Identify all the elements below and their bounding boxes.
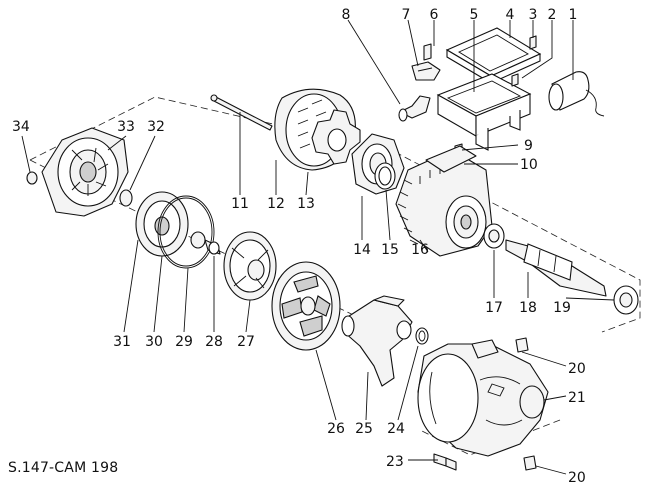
seal-plate xyxy=(135,191,189,257)
pump-casing xyxy=(417,339,549,457)
callout-4: 4 xyxy=(506,7,515,23)
bearing-17 xyxy=(483,223,505,249)
drain-plug-upper xyxy=(515,337,529,353)
diffuser xyxy=(271,261,341,351)
motor-body xyxy=(395,145,493,257)
bearing-19 xyxy=(613,285,639,315)
impeller xyxy=(223,231,277,301)
capacitor xyxy=(548,71,605,117)
callout-25: 25 xyxy=(355,421,373,437)
callout-7: 7 xyxy=(402,7,411,23)
callout-8: 8 xyxy=(342,7,351,23)
callout-13: 13 xyxy=(297,196,315,212)
callout-14: 14 xyxy=(353,242,371,258)
drawing-code: S.147-CAM 198 xyxy=(8,460,118,476)
bolt-23 xyxy=(433,453,457,471)
ring-32 xyxy=(119,189,133,207)
cable-gland xyxy=(398,95,431,122)
callout-34: 34 xyxy=(12,119,30,135)
callout-30: 30 xyxy=(145,334,163,350)
callout-5: 5 xyxy=(470,7,479,23)
callout-19: 19 xyxy=(553,300,571,316)
drain-plug-lower xyxy=(523,455,537,471)
callout-labels: 1 2 3 4 5 6 7 8 9 10 11 12 13 14 15 16 1… xyxy=(12,7,586,486)
o-ring-15 xyxy=(374,162,396,190)
leader-lines xyxy=(21,19,615,475)
rotor-shaft xyxy=(505,239,607,297)
callout-28: 28 xyxy=(205,334,223,350)
callout-31: 31 xyxy=(113,334,131,350)
callout-33: 33 xyxy=(117,119,135,135)
o-ring-30 xyxy=(157,195,215,269)
callout-24: 24 xyxy=(387,421,405,437)
terminal-box-cover xyxy=(445,27,542,84)
callout-6: 6 xyxy=(430,7,439,23)
ejector xyxy=(341,295,413,387)
callout-20-upper: 20 xyxy=(568,361,586,377)
callout-32: 32 xyxy=(147,119,165,135)
callout-21: 21 xyxy=(568,390,586,406)
callout-12: 12 xyxy=(267,196,285,212)
o-ring-24 xyxy=(415,327,429,345)
callout-10: 10 xyxy=(520,157,538,173)
callout-27: 27 xyxy=(237,334,255,350)
callout-29: 29 xyxy=(175,334,193,350)
callout-3: 3 xyxy=(529,7,538,23)
callout-26: 26 xyxy=(327,421,345,437)
callout-17: 17 xyxy=(485,300,503,316)
callout-23: 23 xyxy=(386,454,404,470)
callout-2: 2 xyxy=(548,7,557,23)
tie-rod xyxy=(210,94,273,131)
callout-9: 9 xyxy=(524,138,533,154)
callout-20-lower: 20 xyxy=(568,470,586,486)
cooling-fan xyxy=(311,109,361,165)
callout-1: 1 xyxy=(569,7,578,23)
callout-16: 16 xyxy=(411,242,429,258)
callout-11: 11 xyxy=(231,196,249,212)
cable-clamp xyxy=(411,61,441,81)
terminal-box xyxy=(436,73,532,151)
seal-housing xyxy=(41,127,129,217)
mechanical-seal xyxy=(190,231,221,255)
nut-34 xyxy=(26,171,38,185)
callout-15: 15 xyxy=(381,242,399,258)
callout-18: 18 xyxy=(519,300,537,316)
